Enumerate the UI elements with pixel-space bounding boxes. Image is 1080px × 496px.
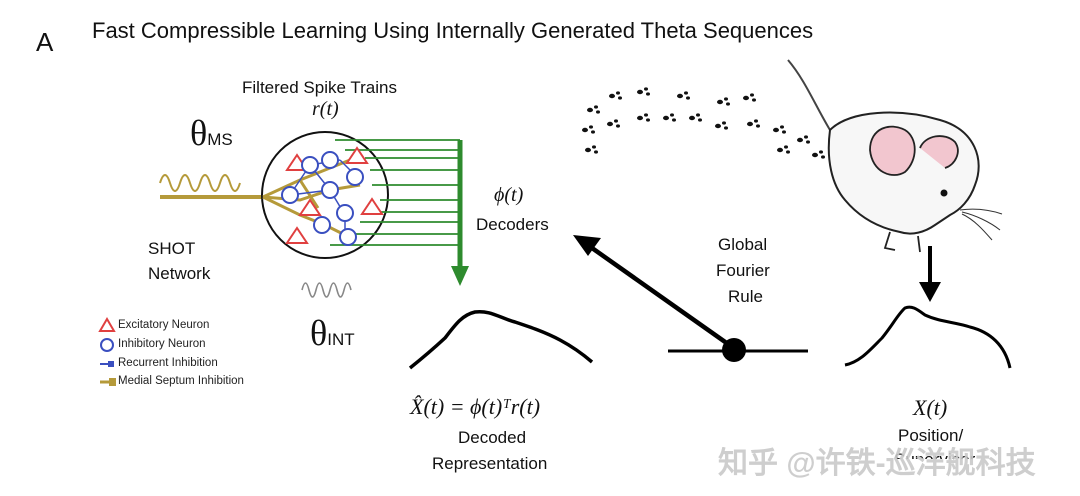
blue-arrow-icon [100, 361, 114, 367]
readout-arrow-head [451, 266, 469, 286]
shot-label-line1: SHOT [148, 239, 196, 258]
gold-arrow-icon [100, 378, 116, 386]
red-triangle-icon [98, 317, 116, 332]
rule-to-decoders-arrow [590, 246, 730, 346]
theta-ms-label: θMS [190, 112, 233, 154]
rate-symbol: r(t) [312, 98, 339, 120]
legend-septum: Medial Septum Inhibition [118, 375, 244, 387]
footprints [582, 87, 825, 159]
decoders-label: Decoders [476, 215, 549, 234]
decoded-label-line2: Representation [432, 454, 548, 473]
decoded-label-line1: Decoded [458, 428, 527, 447]
theta-ms-base: θ [190, 113, 208, 153]
theta-int-base: θ [310, 313, 328, 353]
theta-int-label: θINT [310, 312, 355, 354]
position-label-line1: Position/ [898, 426, 964, 445]
legend-recurrent: Recurrent Inhibition [118, 357, 218, 369]
inhibitory-neurons [281, 151, 364, 246]
figure-title: Fast Compressible Learning Using Interna… [92, 18, 814, 43]
watermark: 知乎 @许铁-巡洋舰科技 [718, 447, 1036, 480]
rat-illustration [787, 59, 1003, 253]
legend-inhibitory: Inhibitory Neuron [118, 338, 206, 350]
position-symbol: X(t) [913, 395, 948, 420]
rat-arrow-head [919, 282, 941, 302]
decoders-symbol: ϕ(t) [494, 184, 524, 206]
excitatory-neurons [285, 146, 384, 244]
position-curve [844, 305, 1012, 369]
rule-arrow-head [573, 235, 601, 256]
spike-trains-label: Filtered Spike Trains [242, 78, 397, 97]
rule-line2: Fourier [716, 261, 770, 280]
theta-int-wave [301, 282, 352, 298]
position-label-line2: Supervisor [894, 450, 976, 469]
rule-line1: Global [718, 235, 768, 254]
theta-ms-wave [159, 174, 241, 192]
blue-circle-icon [100, 338, 114, 352]
decoded-curve [408, 309, 594, 370]
legend-excitatory: Excitatory Neuron [118, 319, 210, 331]
panel-letter: A [36, 27, 54, 57]
theta-ms-sub: MS [207, 130, 233, 149]
decoded-equation: X̂(t) = ϕ(t)ᵀr(t) [410, 394, 541, 419]
rule-line3: Rule [728, 287, 763, 306]
shot-label-line2: Network [148, 264, 211, 283]
theta-int-sub: INT [327, 330, 355, 349]
